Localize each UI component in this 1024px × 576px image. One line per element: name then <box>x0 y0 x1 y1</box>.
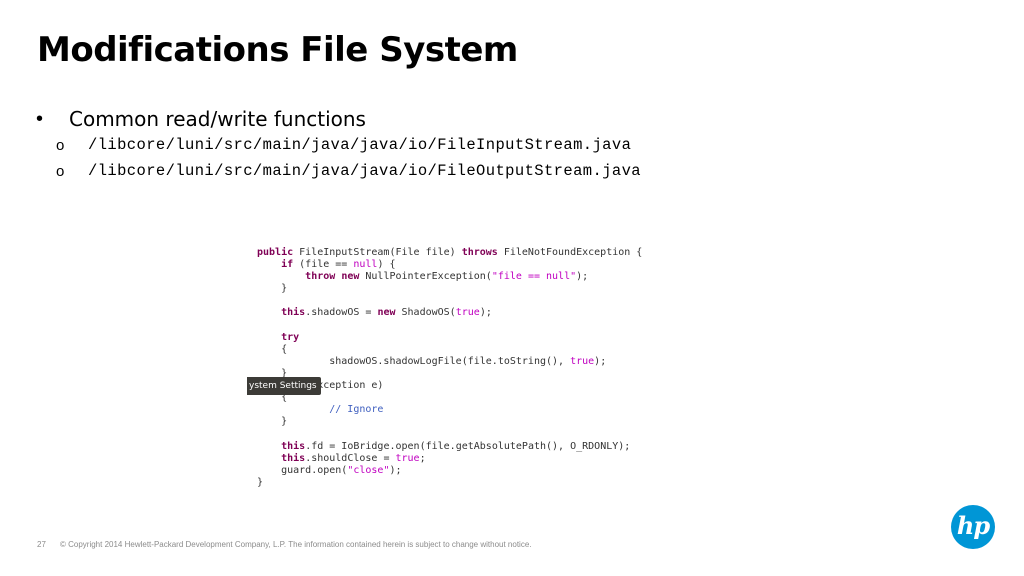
code-text: { <box>281 343 288 355</box>
code-literal: true <box>395 452 420 464</box>
bullet-item: • Common read/write functions <box>36 106 641 132</box>
code-keyword: this <box>281 307 306 319</box>
code-text: shadowOS.shadowLogFile(file.toString(), <box>329 355 571 367</box>
code-line: if (file == null) { <box>257 259 642 271</box>
code-line: shadowOS.shadowLogFile(file.toString(), … <box>257 356 642 368</box>
code-keyword: public <box>257 247 294 258</box>
code-literal: null <box>353 259 378 271</box>
code-line <box>257 428 642 440</box>
code-text: ); <box>594 355 607 367</box>
sub-item: o /libcore/luni/src/main/java/java/io/Fi… <box>36 158 641 184</box>
code-text: (file == <box>293 259 354 271</box>
bullet-text: Common read/write functions <box>69 107 366 131</box>
code-line: } <box>257 416 642 428</box>
code-string: "file == null" <box>491 271 577 283</box>
code-line <box>257 295 642 307</box>
code-line: this.shouldClose = true; <box>257 453 642 465</box>
code-text: .shouldClose = <box>305 452 396 464</box>
code-literal: true <box>570 355 595 367</box>
code-line: public FileInputStream(File file) throws… <box>257 247 642 259</box>
code-line: this.fd = IoBridge.open(file.getAbsolute… <box>257 441 642 453</box>
sub-marker: o <box>56 136 65 154</box>
code-literal: true <box>455 307 480 319</box>
system-settings-tooltip: ystem Settings <box>247 377 321 395</box>
code-text: { <box>281 392 288 404</box>
sub-item: o /libcore/luni/src/main/java/java/io/Fi… <box>36 132 641 158</box>
code-text: } <box>281 416 288 428</box>
code-text: } <box>281 367 288 379</box>
code-text: xception e) <box>317 380 384 392</box>
code-text: ); <box>479 307 492 319</box>
code-line: xception e) <box>257 380 642 392</box>
code-text: guard.open( <box>281 464 348 476</box>
code-keyword: try <box>281 331 300 343</box>
code-line: try <box>257 332 642 344</box>
bullet-marker: • <box>36 107 44 130</box>
code-block: public FileInputStream(File file) throws… <box>257 247 642 489</box>
bullet-list: • Common read/write functions o /libcore… <box>36 106 641 184</box>
code-line: } <box>257 368 642 380</box>
code-text: } <box>257 476 264 488</box>
file-path-input-stream: /libcore/luni/src/main/java/java/io/File… <box>88 136 632 154</box>
code-line: throw new NullPointerException("file == … <box>257 271 642 283</box>
footer: 27 © Copyright 2014 Hewlett-Packard Deve… <box>37 540 532 549</box>
sub-marker: o <box>56 162 65 180</box>
code-line: guard.open("close"); <box>257 465 642 477</box>
code-keyword: this <box>281 452 306 464</box>
code-text: } <box>281 283 288 295</box>
code-keyword: throw <box>305 271 336 283</box>
code-keyword: new <box>377 307 396 319</box>
hp-logo-text: hp <box>956 511 990 540</box>
code-text: ) { <box>377 259 396 271</box>
code-text: ); <box>389 464 402 476</box>
code-line: { <box>257 392 642 404</box>
code-line: } <box>257 477 642 489</box>
code-line: this.shadowOS = new ShadowOS(true); <box>257 307 642 319</box>
file-path-output-stream: /libcore/luni/src/main/java/java/io/File… <box>88 162 641 180</box>
code-comment: // Ignore <box>329 404 384 416</box>
code-line: { <box>257 344 642 356</box>
code-text: NullPointerException( <box>359 271 492 283</box>
code-keyword: throws <box>461 247 498 258</box>
code-string: "close" <box>347 464 390 476</box>
code-text: ShadowOS( <box>395 307 456 319</box>
slide-title: Modifications File System <box>37 30 518 70</box>
code-text: .fd = IoBridge.open(file.getAbsolutePath… <box>305 440 631 452</box>
hp-logo-icon: hp <box>951 505 995 549</box>
code-line <box>257 320 642 332</box>
code-text: ; <box>419 452 426 464</box>
code-keyword: if <box>281 259 294 271</box>
code-text: ); <box>576 271 589 283</box>
code-keyword: this <box>281 440 306 452</box>
page-number: 27 <box>37 540 46 549</box>
copyright-text: © Copyright 2014 Hewlett-Packard Develop… <box>60 540 532 549</box>
code-text: FileNotFoundException { <box>497 247 643 258</box>
code-keyword: new <box>341 271 360 283</box>
code-text: FileInputStream(File file) <box>293 247 462 258</box>
code-text: .shadowOS = <box>305 307 378 319</box>
code-line: // Ignore <box>257 404 642 416</box>
code-line: } <box>257 283 642 295</box>
